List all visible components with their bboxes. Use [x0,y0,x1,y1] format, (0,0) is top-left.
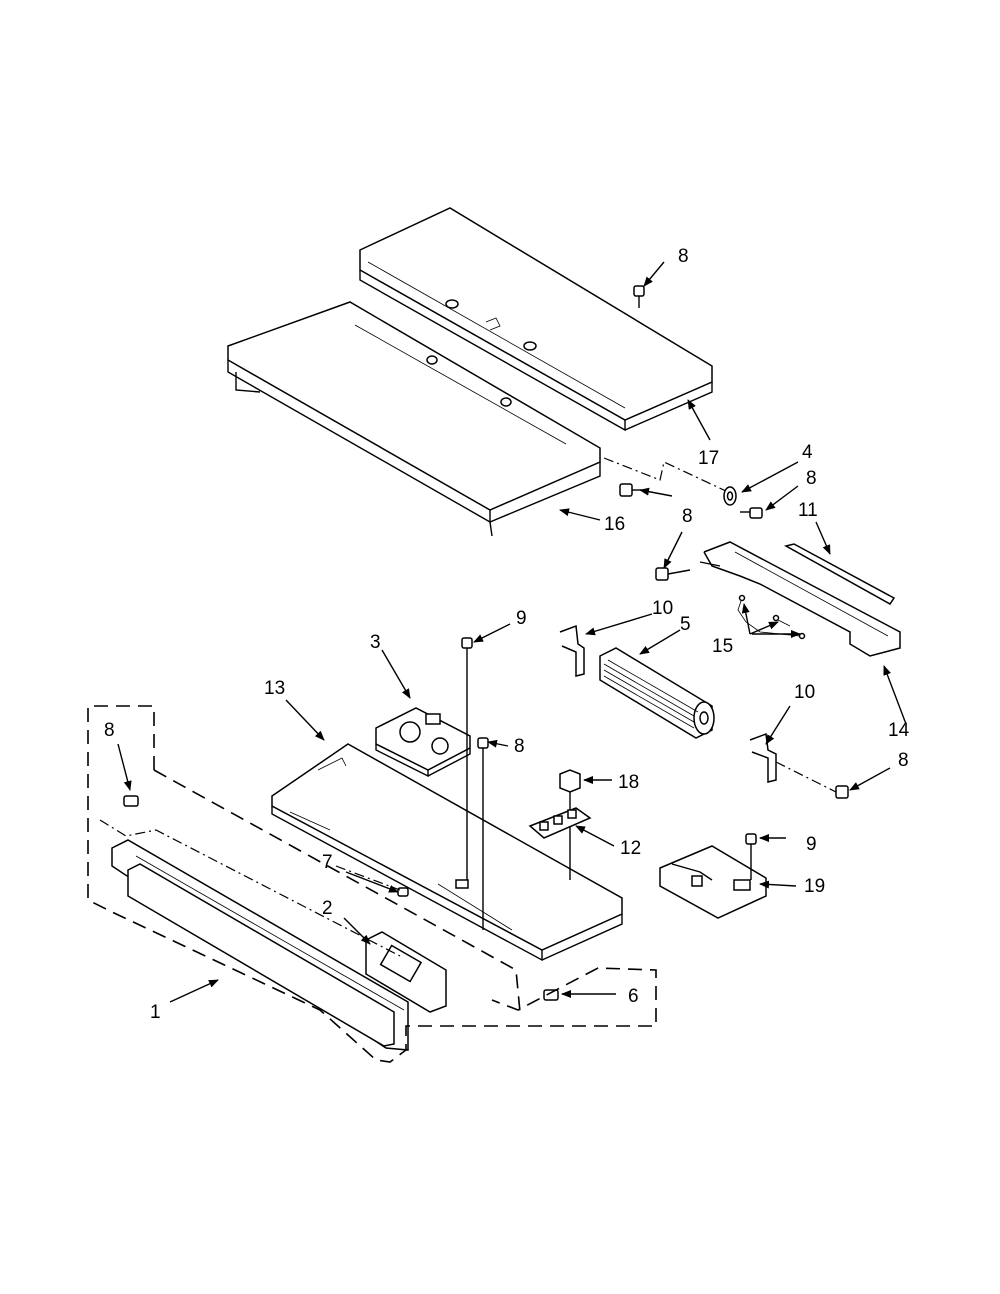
callout-19: 19 [804,876,825,897]
alignment-line [603,457,729,493]
screw-icon [835,785,849,799]
callout-1: 1 [150,1002,161,1023]
part-13-plate [271,743,623,962]
callout-14: 14 [888,720,910,741]
callout-15: 15 [712,636,733,657]
callout-10: 10 [652,598,673,619]
callout-8: 8 [678,246,689,267]
callout-7: 7 [322,852,333,873]
part-5-blower [599,647,715,739]
callout-labels: 8 17 4 8 8 16 11 9 10 5 15 3 13 10 14 8 … [104,246,910,1023]
callout-16: 16 [604,514,625,535]
callout-3: 3 [370,632,381,653]
callout-8: 8 [806,468,817,489]
part-6-screw [543,989,559,1001]
callout-11: 11 [798,500,818,521]
callout-8: 8 [514,736,525,757]
part-18-nut [559,769,581,880]
part-16-cover-plate [227,301,601,537]
callout-10: 10 [794,682,815,703]
part-14-bracket [699,541,901,657]
part-2-control-board [365,931,447,1013]
alignment-line [775,761,837,793]
assembly-outline [87,705,657,1063]
part-8-screw-left [123,795,139,807]
part-3-board [375,707,471,778]
part-9-screw [745,833,757,880]
callout-8: 8 [682,506,693,527]
part-9-screw [461,637,473,880]
part-17-top-cover [359,207,713,432]
callout-17: 17 [698,448,719,469]
screw-icon [619,483,642,497]
leader-lines [117,261,907,1003]
part-12-terminal-block [528,807,592,839]
part-1-control-panel [111,839,409,1051]
callout-18: 18 [618,772,639,793]
part-11-strip [783,543,896,605]
callout-9: 9 [516,608,527,629]
callout-5: 5 [680,614,691,635]
callout-12: 12 [620,838,641,859]
part-4-washer [723,486,737,506]
screw-icon [655,567,691,581]
part-10-bracket-lower [749,732,777,783]
callout-2: 2 [322,898,333,919]
screw-icon [740,507,763,519]
callout-6: 6 [628,986,639,1007]
part-19-junction-box [659,845,767,919]
callout-13: 13 [264,678,285,699]
screw-icon [633,285,645,308]
callout-9: 9 [806,834,817,855]
callout-8: 8 [104,720,115,741]
callout-4: 4 [802,442,813,463]
part-10-bracket-upper [559,624,585,677]
callout-8: 8 [898,750,909,771]
